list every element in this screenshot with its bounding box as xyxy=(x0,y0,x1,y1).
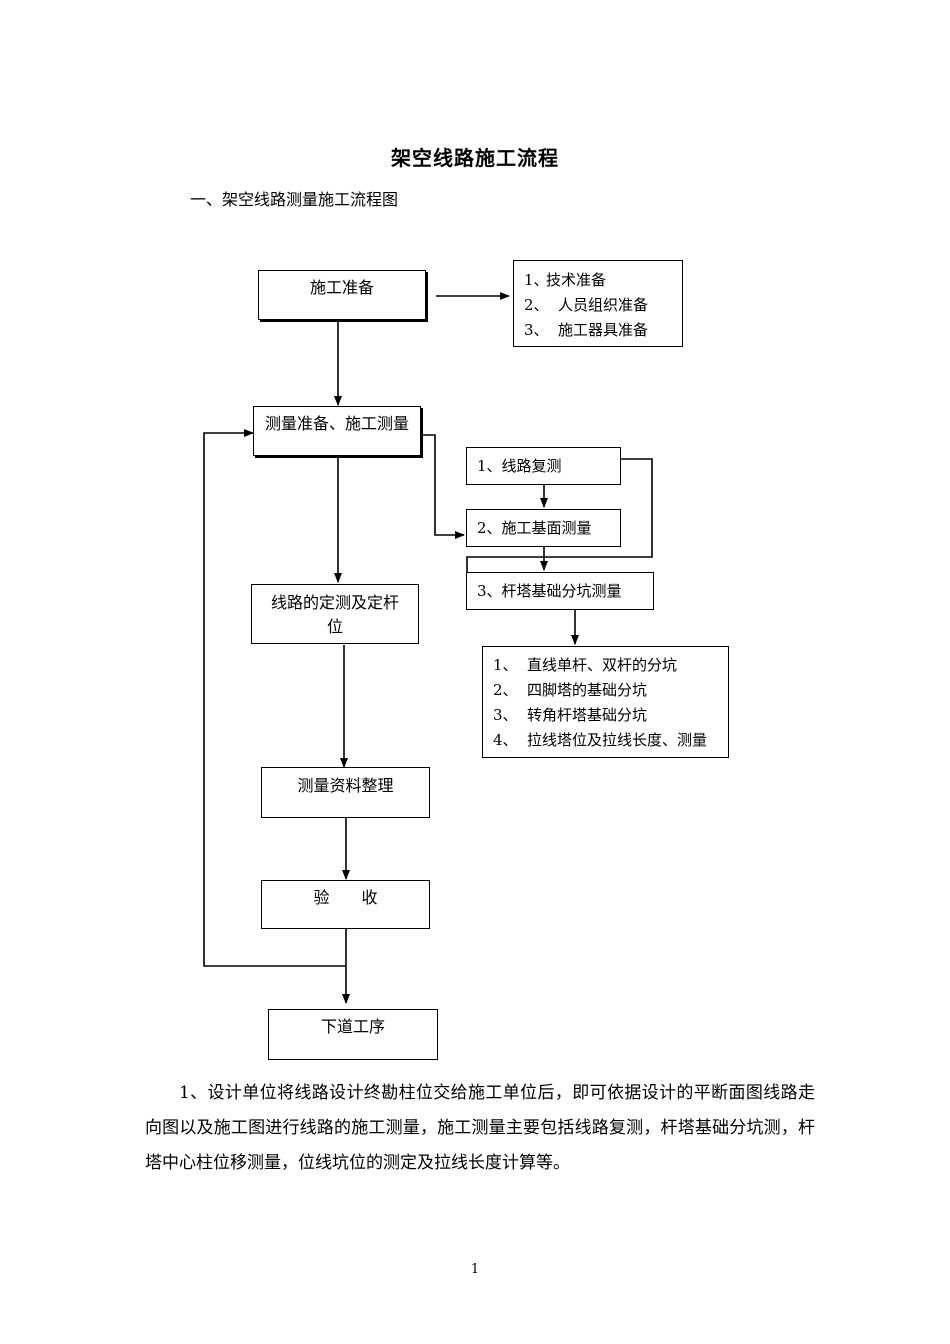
prep-item-num: 1、 xyxy=(524,271,549,289)
node-next-process-label: 下道工序 xyxy=(320,1017,385,1036)
pit-item: 4、拉线塔位及拉线长度、测量 xyxy=(493,728,718,753)
pit-item-num: 1、 xyxy=(493,656,518,674)
page-title: 架空线路施工流程 xyxy=(391,146,559,170)
pit-item-text: 拉线塔位及拉线长度、测量 xyxy=(527,731,708,749)
node-data-sorting-label: 测量资料整理 xyxy=(297,776,394,795)
prep-item: 3、施工器具准备 xyxy=(524,318,672,343)
pit-item-num: 2、 xyxy=(493,681,518,699)
pit-item: 3、转角杆塔基础分坑 xyxy=(493,703,718,728)
arrow-survey-to-steps xyxy=(421,434,465,539)
node-pole-positioning-line2: 位 xyxy=(326,617,343,636)
survey-step-1: 1、线路复测 xyxy=(466,447,621,485)
pit-item-text: 直线单杆、双杆的分坑 xyxy=(527,656,678,674)
prep-item-num: 2、 xyxy=(524,296,549,314)
node-survey: 测量准备、施工测量 xyxy=(253,406,421,456)
prep-item-num: 3、 xyxy=(524,321,549,339)
node-acceptance-label: 验 收 xyxy=(313,888,378,907)
section-heading: 一、架空线路测量施工流程图 xyxy=(190,190,399,209)
prep-item-text: 人员组织准备 xyxy=(558,296,649,314)
node-next-process: 下道工序 xyxy=(268,1009,438,1060)
prep-items-box: 1、技术准备 2、人员组织准备 3、施工器具准备 xyxy=(513,260,683,347)
node-construction-prep: 施工准备 xyxy=(258,270,426,320)
prep-item-text: 施工器具准备 xyxy=(558,321,649,339)
node-survey-label: 测量准备、施工测量 xyxy=(264,414,409,433)
prep-item: 1、技术准备 xyxy=(524,268,672,293)
prep-item: 2、人员组织准备 xyxy=(524,293,672,318)
pit-item-text: 四脚塔的基础分坑 xyxy=(527,681,648,699)
prep-item-text: 技术准备 xyxy=(546,271,607,289)
body-paragraph: 1、设计单位将线路设计终勘柱位交给施工单位后，即可依据设计的平断面图线路走向图以… xyxy=(145,1083,815,1173)
pit-item: 1、直线单杆、双杆的分坑 xyxy=(493,653,718,678)
node-pole-positioning: 线路的定测及定杆 位 xyxy=(251,584,419,644)
page-number: 1 xyxy=(470,1262,480,1277)
pit-item-num: 4、 xyxy=(493,731,518,749)
node-construction-prep-label: 施工准备 xyxy=(309,278,374,297)
bracket-steps xyxy=(466,458,653,591)
node-acceptance: 验 收 xyxy=(261,880,430,929)
pit-item-text: 转角杆塔基础分坑 xyxy=(527,706,648,724)
pit-item-num: 3、 xyxy=(493,706,518,724)
node-pole-positioning-line1: 线路的定测及定杆 xyxy=(270,593,399,612)
pit-item: 2、四脚塔的基础分坑 xyxy=(493,678,718,703)
arrow-loop-back xyxy=(203,429,346,967)
survey-step-3: 3、杆塔基础分坑测量 xyxy=(466,572,654,610)
pit-items-box: 1、直线单杆、双杆的分坑 2、四脚塔的基础分坑 3、转角杆塔基础分坑 4、拉线塔… xyxy=(482,646,729,758)
node-data-sorting: 测量资料整理 xyxy=(261,767,430,818)
survey-step-2: 2、施工基面测量 xyxy=(466,509,621,547)
